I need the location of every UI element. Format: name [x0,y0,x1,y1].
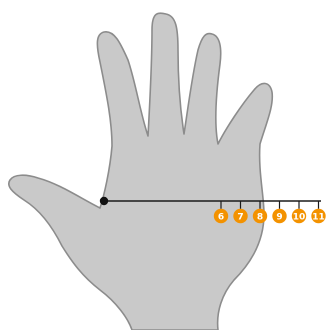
size-label-7: 7 [237,212,243,222]
size-label-10: 10 [293,212,306,222]
size-label-6: 6 [218,212,224,222]
size-label-11: 11 [312,212,325,222]
size-label-9: 9 [276,212,282,222]
measure-start-dot [100,197,108,205]
hand-silhouette [9,13,273,330]
size-label-8: 8 [257,212,263,222]
